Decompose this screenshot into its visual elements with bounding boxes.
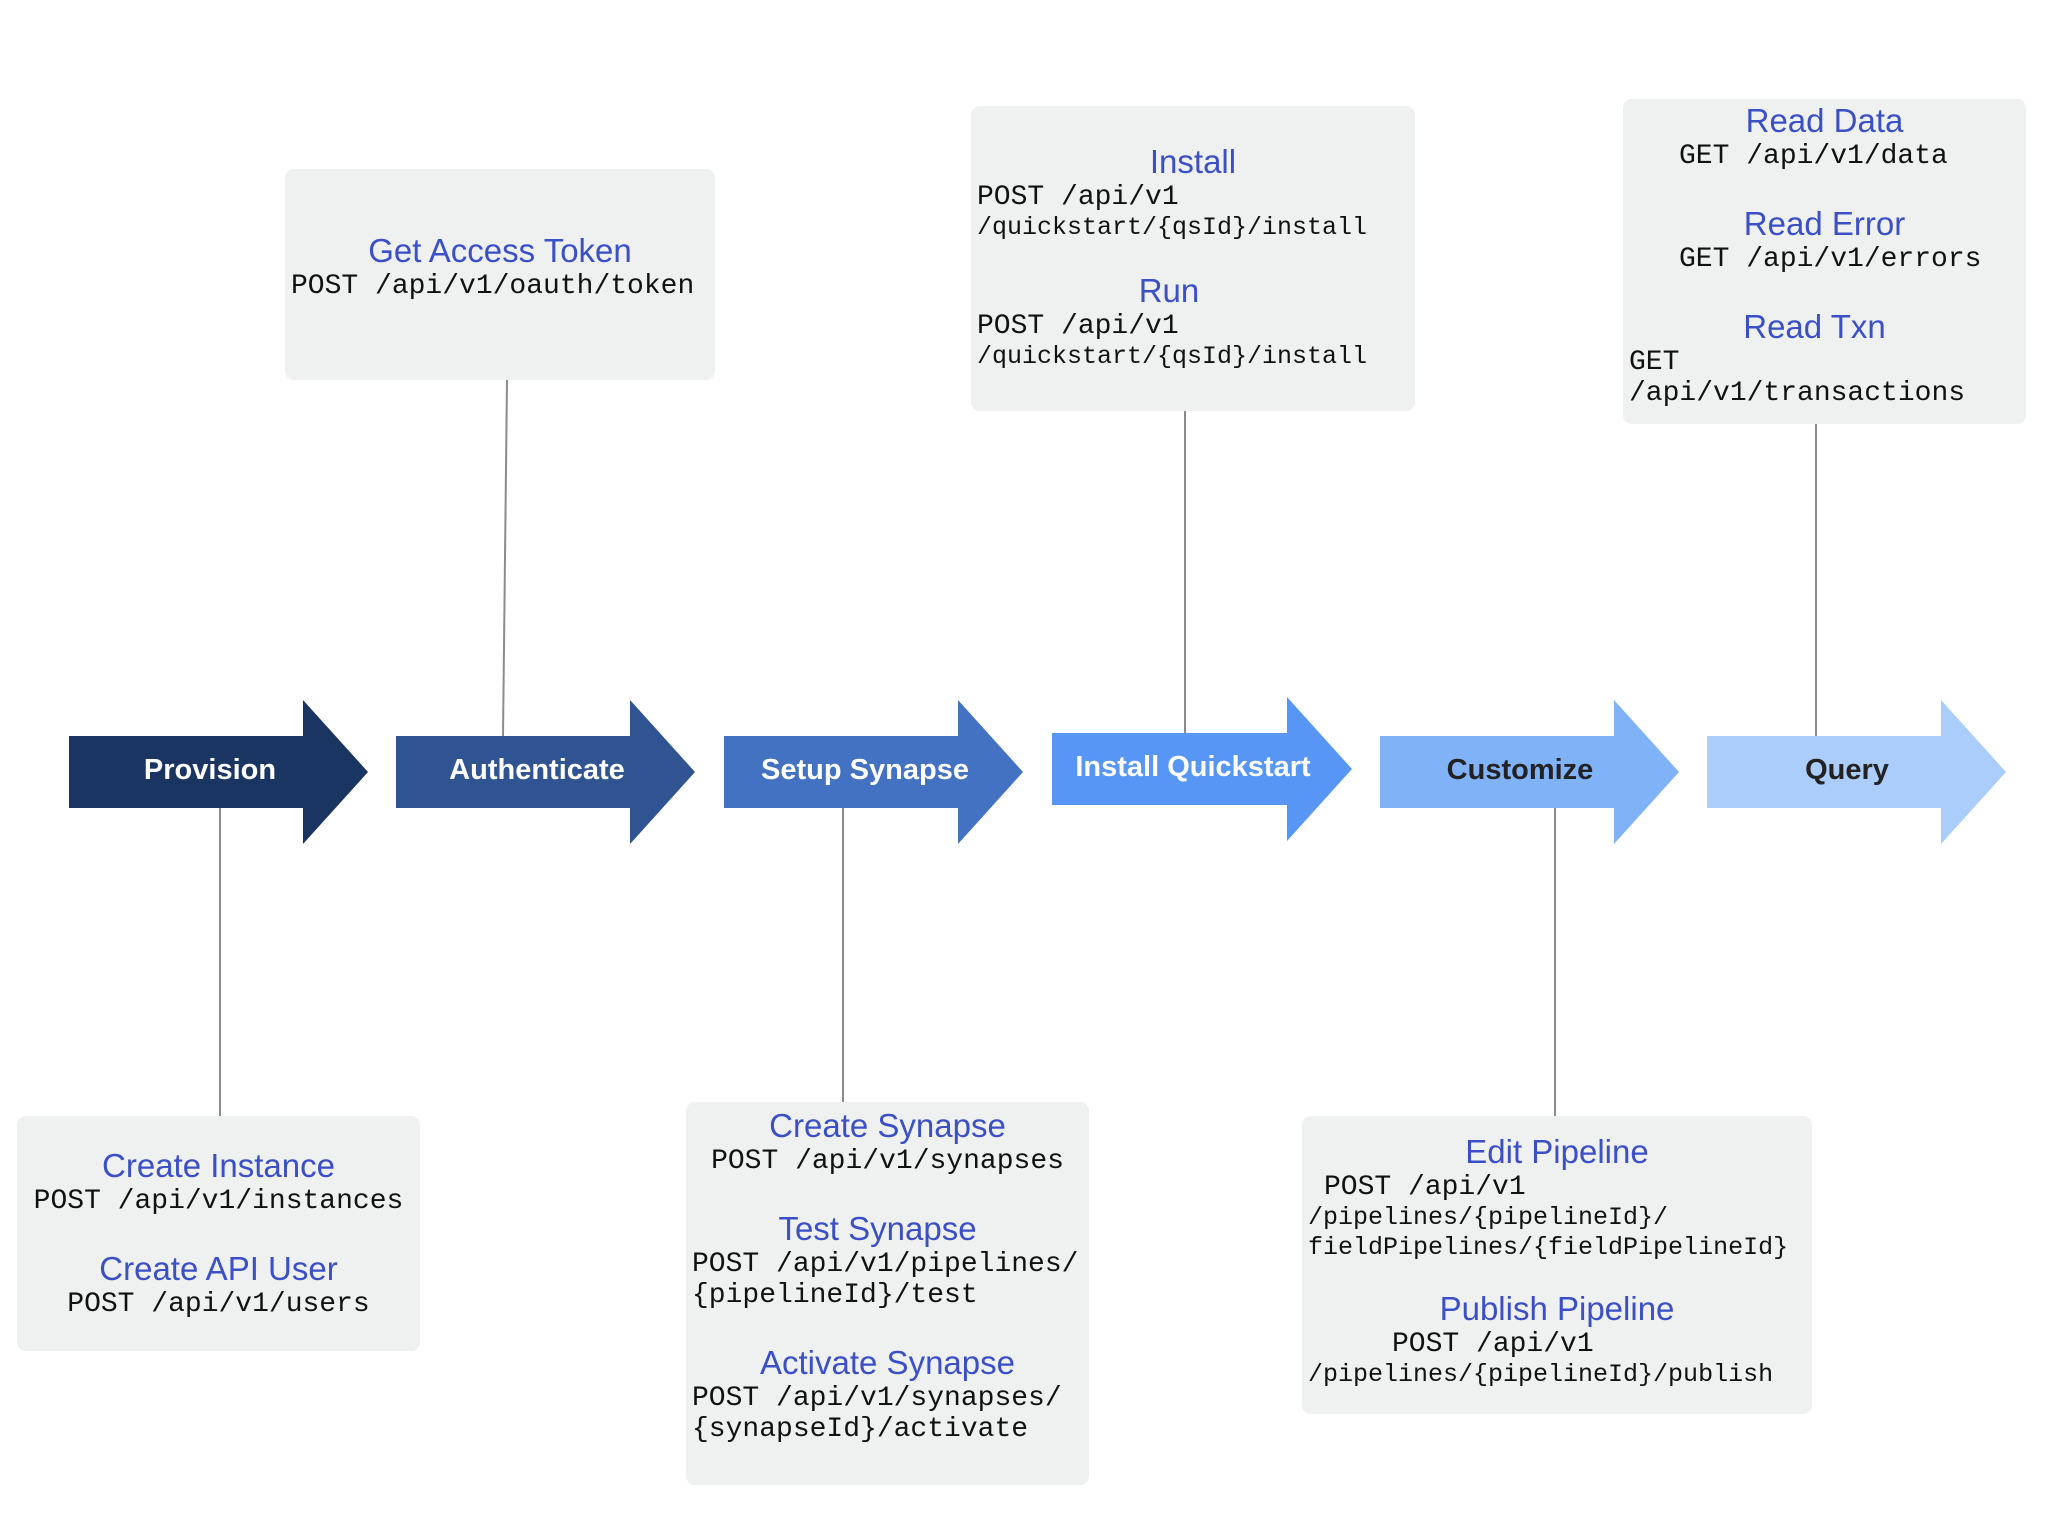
- stage-query: Query: [1707, 700, 2006, 844]
- stage-label-customize: Customize: [1447, 754, 1594, 786]
- stage-label-install-quickstart: Install Quickstart: [1075, 751, 1311, 783]
- endpoint-code-line: GET: [1629, 347, 1680, 378]
- endpoint-title: Create Synapse: [769, 1107, 1006, 1144]
- stage-install-quickstart: Install Quickstart: [1052, 697, 1352, 841]
- stage-label-query: Query: [1805, 754, 1889, 786]
- endpoint-title: Create API User: [99, 1250, 338, 1287]
- endpoint-install: Install POST /api/v1/quickstart/{qsId}/i…: [971, 144, 1415, 243]
- endpoint-title: Create Instance: [102, 1147, 335, 1184]
- stage-provision: Provision: [69, 700, 368, 844]
- endpoint-title: Test Synapse: [778, 1210, 977, 1247]
- stage-authenticate: Authenticate: [396, 700, 695, 844]
- endpoint-code-line: /pipelines/{pipelineId}/publish: [1308, 1360, 1774, 1389]
- endpoint-title: Get Access Token: [368, 232, 632, 269]
- endpoint-title: Run: [1138, 272, 1200, 309]
- stage-label-authenticate: Authenticate: [449, 754, 625, 786]
- endpoint-code: POST /api/v1/pipelines/ {pipelineId}/tes…: [692, 1249, 1083, 1311]
- endpoint-code-line: POST /api/v1: [977, 182, 1179, 213]
- endpoint-code: POST /api/v1/instances: [33, 1186, 404, 1217]
- stage-arrow-install-quickstart: [1052, 697, 1352, 841]
- endpoint-code-line: /quickstart/{qsId}/install: [977, 342, 1368, 371]
- box-query: Read Data GET /api/v1/data Read Error GE…: [1623, 99, 2026, 424]
- endpoint-code: POST /api/v1/pipelines/{pipelineId}/publ…: [1308, 1329, 1806, 1390]
- stage-arrow-provision: [69, 700, 368, 844]
- endpoint-code: GET /api/v1/transactions: [1629, 347, 2020, 409]
- endpoint-code-line: /quickstart/{qsId}/install: [977, 213, 1368, 242]
- stage-label-provision: Provision: [144, 754, 276, 786]
- endpoint-code-line: fieldPipelines/{fieldPipelineId}: [1308, 1233, 1789, 1262]
- endpoint-code-line: POST /api/v1/pipelines/: [692, 1249, 1079, 1280]
- endpoint-edit-pipeline: Edit Pipeline POST /api/v1/pipelines/{pi…: [1302, 1134, 1812, 1263]
- box-authenticate: Get Access Token POST /api/v1/oauth/toke…: [285, 169, 715, 380]
- endpoint-activate-synapse: Activate Synapse POST /api/v1/synapses/ …: [686, 1344, 1089, 1446]
- endpoint-code-line: {synapseId}/activate: [692, 1414, 1029, 1445]
- endpoint-code: GET /api/v1/errors: [1679, 244, 1982, 275]
- stage-label-setup-synapse: Setup Synapse: [761, 754, 969, 786]
- endpoint-code: GET /api/v1/data: [1679, 141, 1948, 172]
- endpoint-title: Read Txn: [1743, 308, 1886, 345]
- box-setup-synapse: Create Synapse POST /api/v1/synapses Tes…: [686, 1102, 1089, 1485]
- endpoint-read-data: Read Data GET /api/v1/data: [1623, 102, 2026, 173]
- endpoint-code: POST /api/v1/synapses: [711, 1146, 1064, 1177]
- endpoint-code: POST /api/v1/quickstart/{qsId}/install: [977, 311, 1409, 372]
- endpoint-publish-pipeline: Publish Pipeline POST /api/v1/pipelines/…: [1302, 1291, 1812, 1390]
- endpoint-title: Install: [1149, 143, 1237, 180]
- endpoint-title: Edit Pipeline: [1465, 1133, 1649, 1170]
- connector-authenticate: [502, 379, 508, 737]
- endpoint-run: Run POST /api/v1/quickstart/{qsId}/insta…: [971, 273, 1415, 372]
- stage-customize: Customize: [1380, 700, 1679, 844]
- stage-arrow-setup-synapse: [724, 700, 1023, 844]
- endpoint-code-line: POST /api/v1: [977, 311, 1179, 342]
- endpoint-code-line: POST /api/v1/synapses/: [692, 1383, 1062, 1414]
- stage-arrow-query: [1707, 700, 2006, 844]
- endpoint-read-txn: Read Txn GET /api/v1/transactions: [1623, 308, 2026, 410]
- endpoint-create-api-user: Create API User POST /api/v1/users: [17, 1250, 420, 1321]
- endpoint-code-line: POST /api/v1: [1392, 1329, 1594, 1360]
- endpoint-title: Publish Pipeline: [1439, 1290, 1675, 1327]
- stage-arrow-customize: [1380, 700, 1679, 844]
- endpoint-get-access-token: Get Access Token POST /api/v1/oauth/toke…: [285, 232, 715, 303]
- endpoint-create-instance: Create Instance POST /api/v1/instances: [17, 1147, 420, 1218]
- connectors: [219, 379, 1817, 1116]
- endpoint-title: Read Error: [1743, 205, 1906, 242]
- endpoint-code: POST /api/v1/oauth/token: [291, 271, 695, 302]
- endpoint-code: POST /api/v1/pipelines/{pipelineId}/fiel…: [1308, 1172, 1806, 1263]
- endpoint-title: Activate Synapse: [760, 1344, 1015, 1381]
- endpoint-code-line: /pipelines/{pipelineId}/: [1308, 1203, 1669, 1232]
- endpoint-code: POST /api/v1/synapses/ {synapseId}/activ…: [692, 1383, 1083, 1445]
- endpoint-read-error: Read Error GET /api/v1/errors: [1623, 205, 2026, 276]
- endpoint-code: POST /api/v1/quickstart/{qsId}/install: [977, 182, 1409, 243]
- endpoint-code: POST /api/v1/users: [67, 1289, 370, 1320]
- endpoint-test-synapse: Test Synapse POST /api/v1/pipelines/ {pi…: [686, 1210, 1089, 1312]
- box-customize: Edit Pipeline POST /api/v1/pipelines/{pi…: [1302, 1116, 1812, 1414]
- endpoint-code-line: /api/v1/transactions: [1629, 378, 1966, 409]
- endpoint-title: Read Data: [1745, 102, 1904, 139]
- stage-setup-synapse: Setup Synapse: [724, 700, 1023, 844]
- endpoint-code-line: POST /api/v1: [1324, 1172, 1526, 1203]
- box-provision: Create Instance POST /api/v1/instances C…: [17, 1116, 420, 1351]
- box-install-quickstart: Install POST /api/v1/quickstart/{qsId}/i…: [971, 106, 1415, 411]
- endpoint-code-line: {pipelineId}/test: [692, 1280, 978, 1311]
- endpoint-create-synapse: Create Synapse POST /api/v1/synapses: [686, 1107, 1089, 1178]
- stage-arrow-authenticate: [396, 700, 695, 844]
